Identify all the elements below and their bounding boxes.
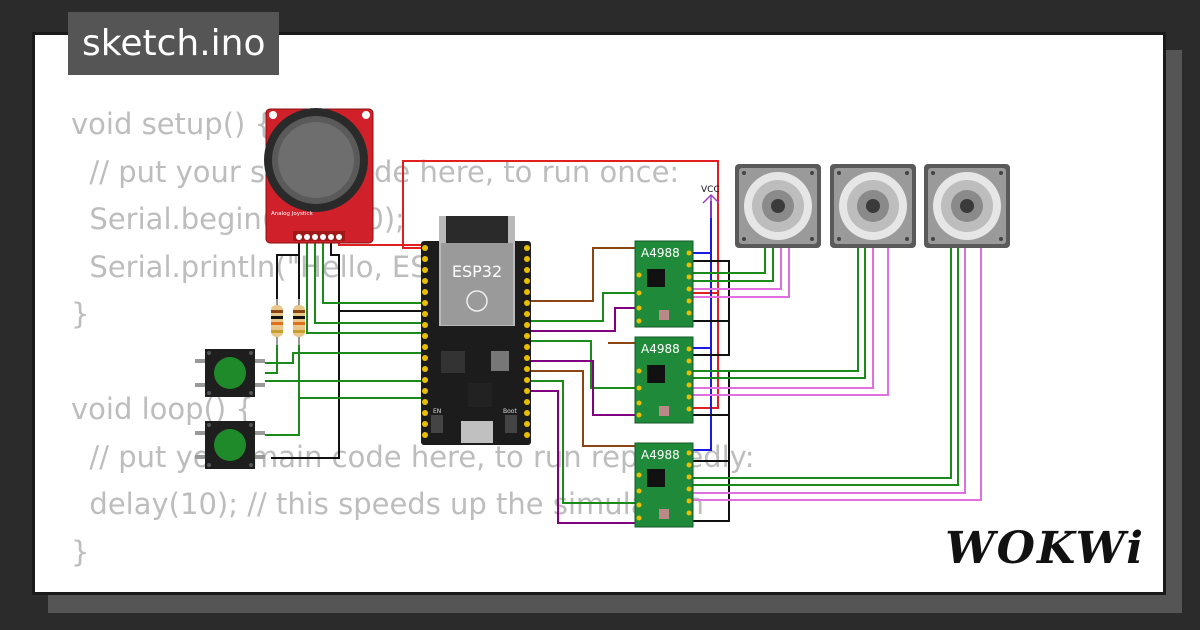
vcc-label: VCC <box>701 185 720 195</box>
preview-card: void setup() { // put your setup code he… <box>32 32 1166 595</box>
code-line: } <box>71 297 90 331</box>
wire-brown <box>531 247 635 302</box>
wire-black <box>693 461 730 522</box>
wire-pink <box>693 248 782 290</box>
wire-red <box>402 160 719 294</box>
en-label: EN <box>433 408 441 415</box>
wire-green <box>693 248 959 486</box>
wire-purple <box>531 390 635 524</box>
wire-blue <box>693 348 712 451</box>
driver-label: A4988 <box>641 342 680 356</box>
boot-label: Boot <box>503 408 517 415</box>
wire-black <box>693 320 730 343</box>
code-line: void setup() { <box>71 107 273 141</box>
wire-black <box>271 237 340 459</box>
driver-label: A4988 <box>641 448 680 462</box>
stepper-motor[interactable] <box>735 164 821 248</box>
driver-label: A4988 <box>641 246 680 260</box>
wire-pink <box>693 248 874 389</box>
esp32-board[interactable]: ESP32 EN Boot <box>421 216 531 445</box>
wires <box>265 160 982 524</box>
wire-green <box>314 237 421 324</box>
wire-purple <box>531 360 635 416</box>
esp32-pin-header <box>422 245 530 438</box>
wokwi-logo: WOKWi <box>945 523 1145 574</box>
wire-green <box>265 345 300 436</box>
stepper-motor[interactable] <box>830 164 916 248</box>
resistor[interactable] <box>293 299 305 345</box>
pushbutton[interactable] <box>195 421 265 469</box>
joystick-label: Analog Joystick <box>271 211 314 217</box>
vcc-symbol: VCC <box>701 185 720 218</box>
wire-green <box>693 248 859 372</box>
wire-blue <box>693 253 712 349</box>
code-line: delay(10); // this speeds up the simulat… <box>71 487 705 521</box>
wire-green <box>322 237 421 304</box>
wire-pink <box>693 248 790 298</box>
file-tab[interactable]: sketch.ino <box>68 12 280 75</box>
a4988-driver[interactable]: A4988 <box>634 240 694 328</box>
pushbutton[interactable] <box>195 349 265 397</box>
wire-purple <box>531 307 635 332</box>
resistor[interactable] <box>271 299 283 345</box>
wire-green <box>265 352 421 364</box>
wire-black <box>276 237 300 299</box>
analog-joystick[interactable]: Analog Joystick <box>264 108 374 244</box>
wire-green <box>693 248 774 282</box>
circuit-diagram: Analog Joystick <box>195 108 1010 528</box>
esp32-label: ESP32 <box>452 262 502 281</box>
wire-green <box>693 248 866 379</box>
wire-blue <box>693 201 712 254</box>
wire-green <box>265 345 278 374</box>
wire-black <box>693 260 730 356</box>
wire-green <box>531 340 635 389</box>
wire-green <box>693 248 952 479</box>
wire-green <box>531 292 635 322</box>
wire-green <box>531 380 635 504</box>
stepper-motor[interactable] <box>924 164 1010 248</box>
wire-green <box>306 237 421 334</box>
wire-pink <box>693 248 889 396</box>
code-line: } <box>71 534 90 569</box>
wire-pink <box>693 248 966 494</box>
wire-brown <box>531 370 635 447</box>
a4988-driver[interactable]: A4988 <box>634 336 694 424</box>
a4988-driver[interactable]: A4988 <box>634 442 694 528</box>
code-line: void loop() { <box>71 392 254 426</box>
wire-green <box>693 248 766 274</box>
wire-pink <box>693 248 982 501</box>
wire-red <box>693 293 719 409</box>
